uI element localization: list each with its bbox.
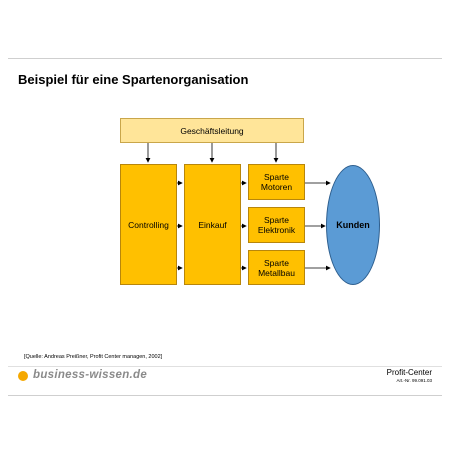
box-sparte-elektronik: Sparte Elektronik (248, 207, 305, 243)
source-citation: [Quelle: Andreas Preißner, Profit Center… (24, 354, 163, 360)
box-einkauf: Einkauf (184, 164, 241, 285)
kunden-ellipse: Kunden (326, 165, 380, 285)
box-geschaeftsleitung: Geschäftsleitung (120, 118, 304, 143)
box-geschaeftsleitung-label: Geschäftsleitung (180, 125, 244, 136)
box-controlling: Controlling (120, 164, 177, 285)
footer-divider (8, 366, 442, 367)
box-sparte-metallbau-label: Sparte Metallbau (258, 257, 295, 278)
logo-text: business-wissen.de (33, 369, 148, 381)
kunden-label: Kunden (336, 220, 370, 230)
box-controlling-label: Controlling (128, 219, 169, 230)
box-sparte-elektronik-label: Sparte Elektronik (257, 215, 296, 235)
slide-title: Beispiel für eine Spartenorganisation (18, 72, 249, 87)
logo-dot-icon (18, 371, 28, 381)
box-sparte-motoren-label: Sparte Motoren (260, 172, 293, 192)
box-einkauf-label: Einkauf (198, 219, 227, 230)
box-sparte-metallbau: Sparte Metallbau (248, 250, 305, 285)
footer-article-number: Art.-Nr. 99.091.03 (396, 378, 432, 383)
footer-product: Profit-Center (386, 368, 432, 377)
box-sparte-motoren: Sparte Motoren (248, 164, 305, 200)
